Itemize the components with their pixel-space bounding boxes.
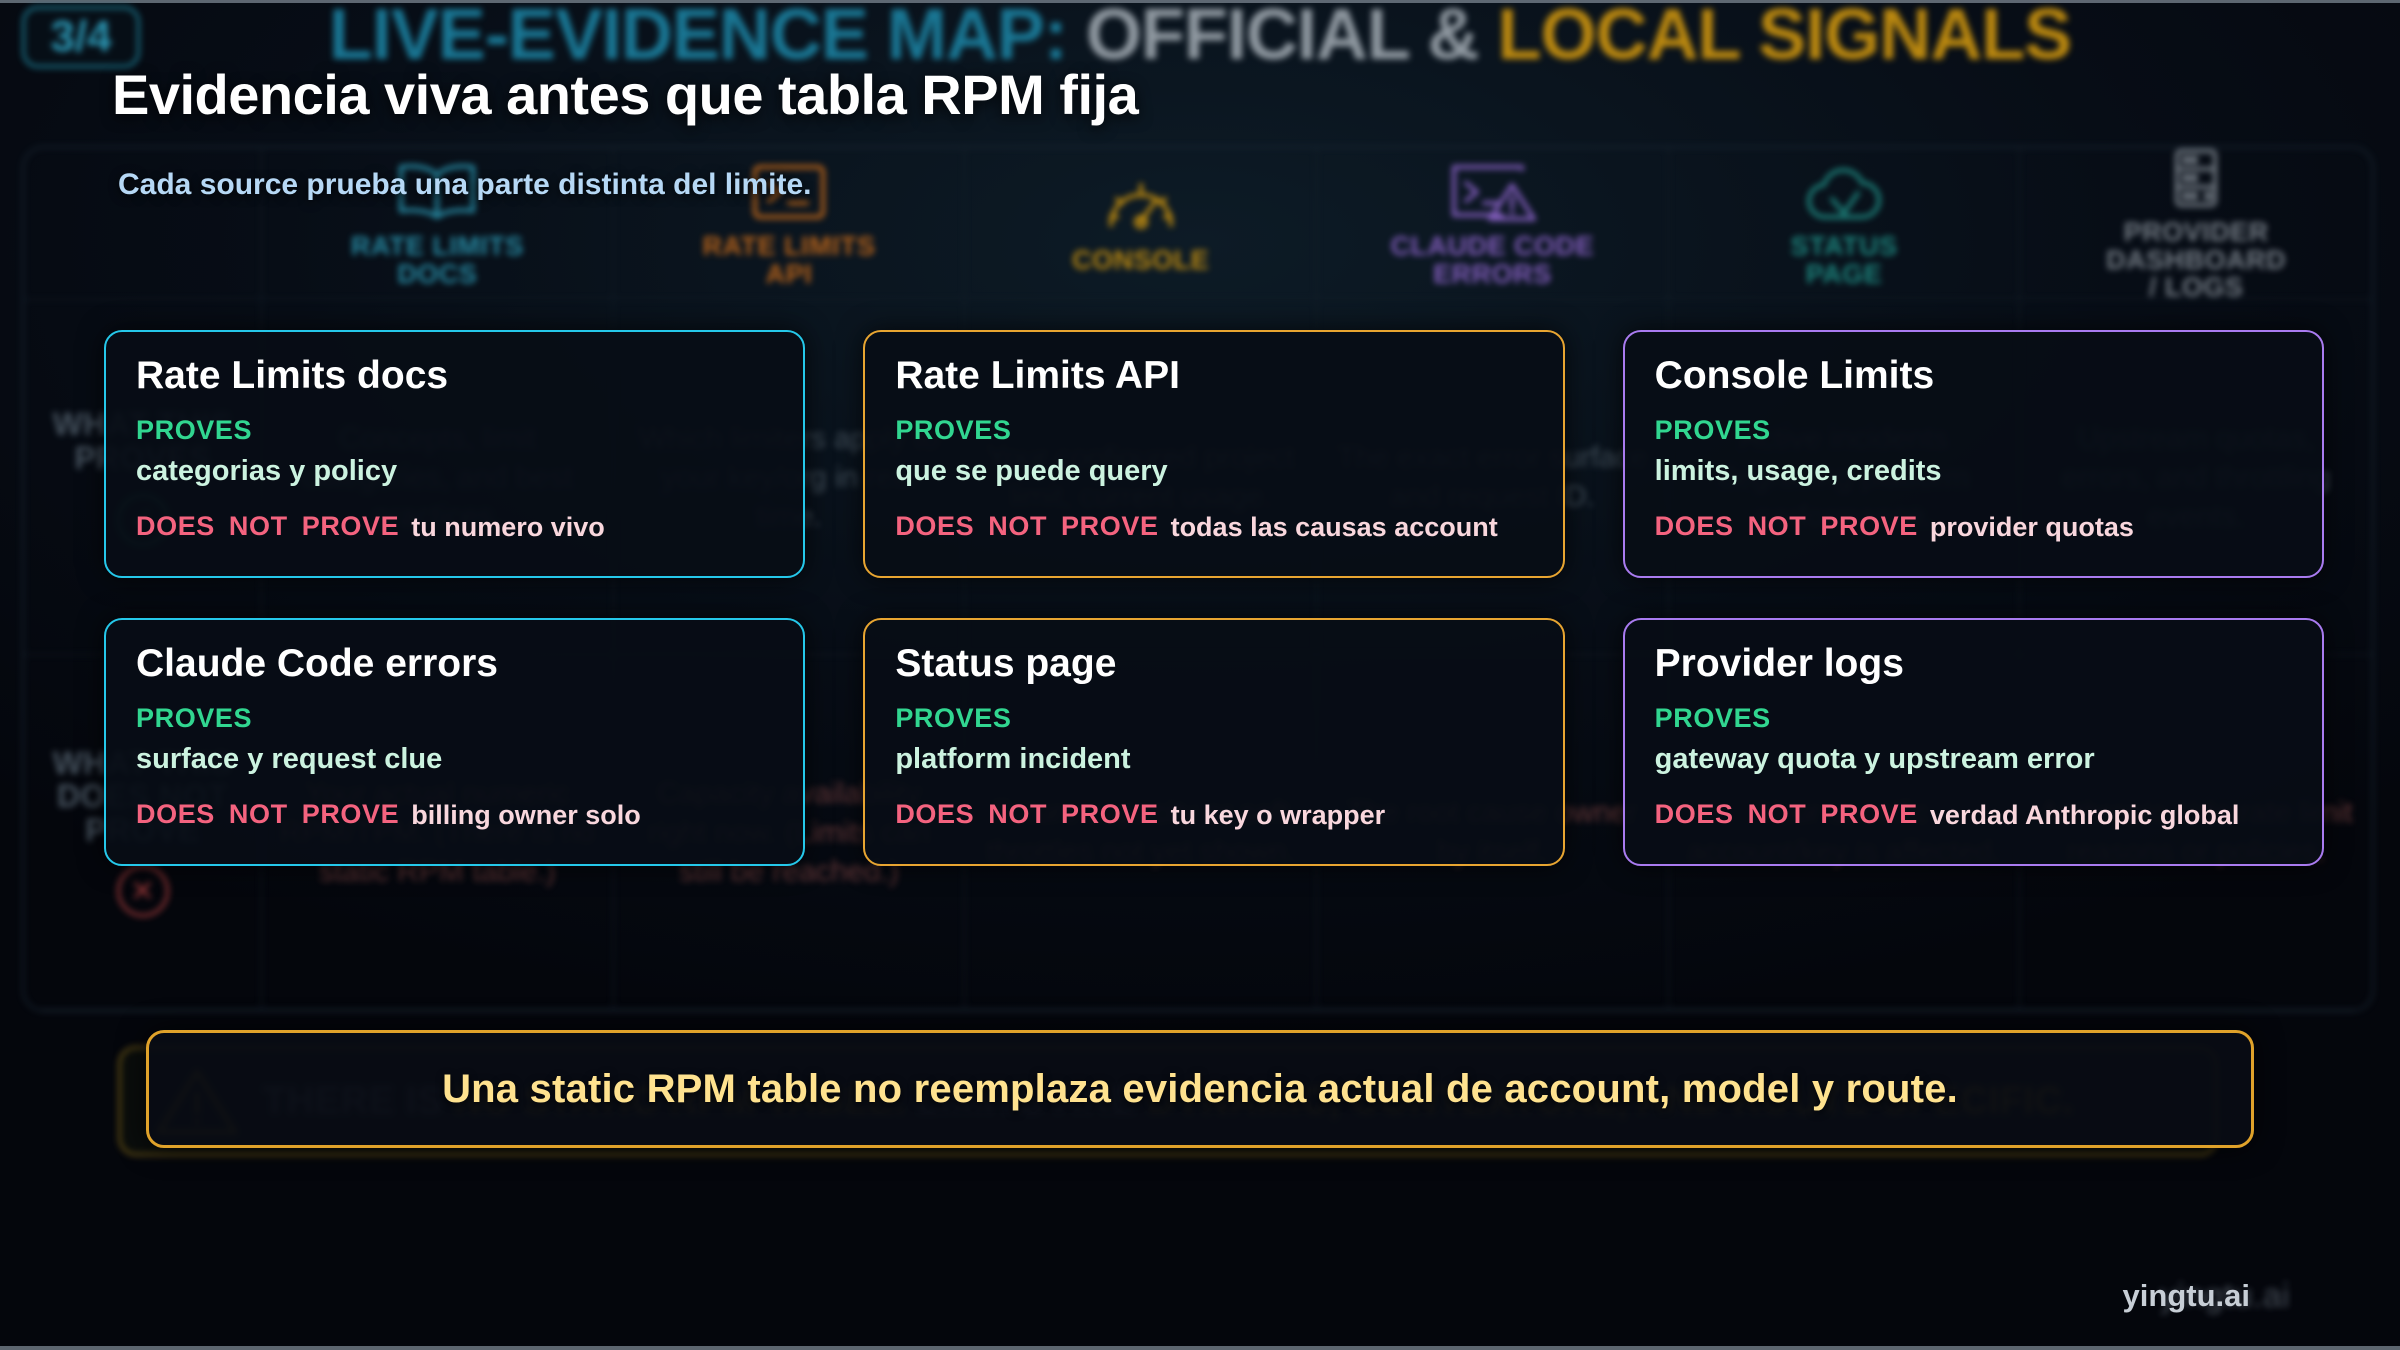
- does-not-prove-value: todas las causas account: [1170, 511, 1498, 542]
- background-watermark: yingtu.ai: [2159, 1277, 2290, 1315]
- bottom-divider: [0, 1346, 2400, 1350]
- does-not-prove-label: DOES NOT PROVE: [136, 799, 399, 830]
- card-status-page[interactable]: Status page PROVES platform incident DOE…: [863, 618, 1565, 866]
- does-not-prove-value: billing owner solo: [411, 799, 641, 830]
- watermark: yingtu.ai: [2122, 1278, 2250, 1313]
- card-title: Console Limits: [1654, 354, 1935, 397]
- column-label: PROVIDER DASHBOARD/ LOGS: [2106, 217, 2287, 303]
- label-not: NOT: [1747, 510, 1807, 541]
- hero-title-part1: LIVE-EVIDENCE MAP:: [328, 0, 1068, 75]
- proves-value: limits, usage, credits: [1654, 454, 1942, 487]
- summary-banner-text: Una static RPM table no reemplaza eviden…: [442, 1066, 1958, 1111]
- proves-value: platform incident: [895, 742, 1131, 775]
- does-not-prove-label: DOES NOT PROVE: [895, 511, 1158, 542]
- label-not: NOT: [228, 510, 288, 541]
- grid-corner-cell: [24, 148, 262, 300]
- does-not-prove-row: DOES NOT PROVE tu key o wrapper: [895, 799, 1532, 831]
- label-prove: PROVE: [1061, 510, 1159, 541]
- column-label: CONSOLE: [1072, 244, 1210, 275]
- page-title: Evidencia viva antes que tabla RPM fija: [112, 63, 1139, 126]
- label-does: DOES: [895, 510, 975, 541]
- does-not-prove-label: DOES NOT PROVE: [1655, 799, 1918, 830]
- label-prove: PROVE: [1820, 510, 1918, 541]
- summary-banner: Una static RPM table no reemplaza eviden…: [146, 1030, 2254, 1148]
- card-console-limits[interactable]: Console Limits PROVES limits, usage, cre…: [1622, 330, 2324, 578]
- card-claude-code-errors[interactable]: Claude Code errors PROVES surface y requ…: [104, 618, 806, 866]
- label-does: DOES: [1654, 798, 1734, 829]
- proves-value: que se puede query: [895, 454, 1168, 487]
- proves-value: categorias y policy: [136, 454, 398, 487]
- label-prove: PROVE: [1820, 798, 1918, 829]
- top-divider: [0, 0, 2400, 3]
- gauge-icon: [1101, 173, 1181, 239]
- does-not-prove-label: DOES NOT PROVE: [895, 799, 1158, 830]
- column-header-provider-dashboard: PROVIDER DASHBOARD/ LOGS: [2020, 148, 2372, 303]
- card-rate-limits-docs[interactable]: Rate Limits docs PROVES categorias y pol…: [104, 330, 806, 578]
- label-does: DOES: [1654, 510, 1734, 541]
- does-not-prove-value: tu key o wrapper: [1170, 799, 1386, 830]
- label-does: DOES: [895, 798, 975, 829]
- does-not-prove-label: DOES NOT PROVE: [1655, 511, 1918, 542]
- card-provider-logs[interactable]: Provider logs PROVES gateway quota y ups…: [1622, 618, 2324, 866]
- does-not-prove-value: verdad Anthropic global: [1929, 799, 2240, 830]
- does-not-prove-row: DOES NOT PROVE provider quotas: [1655, 511, 2292, 543]
- hero-title-part3: LOCAL SIGNALS: [1497, 0, 2073, 75]
- hero-title-part2: OFFICIAL &: [1066, 0, 1498, 75]
- x-circle-icon: ✕: [116, 865, 169, 918]
- server-rack-icon: [2163, 148, 2229, 211]
- open-book-icon: [389, 159, 485, 225]
- label-not: NOT: [228, 798, 288, 829]
- does-not-prove-row: DOES NOT PROVE verdad Anthropic global: [1655, 799, 2292, 831]
- does-not-prove-label: DOES NOT PROVE: [136, 511, 399, 542]
- proves-label: PROVES: [1654, 414, 1771, 445]
- terminal-warning-icon: [1446, 159, 1538, 225]
- label-not: NOT: [988, 510, 1048, 541]
- does-not-prove-row: DOES NOT PROVE todas las causas account: [895, 511, 1532, 543]
- proves-value: gateway quota y upstream error: [1654, 742, 2095, 775]
- proves-value: surface y request clue: [136, 742, 443, 775]
- does-not-prove-value: tu numero vivo: [411, 511, 605, 542]
- card-title: Status page: [895, 642, 1117, 685]
- does-not-prove-value: provider quotas: [1929, 511, 2134, 542]
- label-prove: PROVE: [301, 510, 400, 541]
- column-header-console: CONSOLE: [965, 148, 1317, 300]
- card-title: Rate Limits API: [895, 354, 1180, 397]
- proves-label: PROVES: [136, 414, 253, 445]
- terminal-icon: [749, 159, 829, 225]
- page-subtitle: Cada source prueba una parte distinta de…: [118, 168, 812, 201]
- does-not-prove-row: DOES NOT PROVE tu numero vivo: [136, 511, 773, 543]
- card-rate-limits-api[interactable]: Rate Limits API PROVES que se puede quer…: [863, 330, 1565, 578]
- proves-label: PROVES: [895, 414, 1012, 445]
- proves-label: PROVES: [136, 702, 253, 733]
- proves-label: PROVES: [1654, 702, 1771, 733]
- slide-number-badge: 3/4: [22, 6, 140, 68]
- does-not-prove-row: DOES NOT PROVE billing owner solo: [136, 799, 773, 831]
- background-hero-title: LIVE-EVIDENCE MAP: OFFICIAL & LOCAL SIGN…: [0, 0, 2400, 76]
- evidence-card-grid: Rate Limits docs PROVES categorias y pol…: [104, 330, 2324, 866]
- label-does: DOES: [136, 510, 215, 541]
- card-title: Provider logs: [1654, 642, 1904, 685]
- label-prove: PROVE: [301, 798, 400, 829]
- label-not: NOT: [1747, 798, 1807, 829]
- proves-label: PROVES: [895, 702, 1012, 733]
- cloud-check-icon: [1802, 159, 1886, 225]
- card-title: Rate Limits docs: [136, 354, 449, 397]
- label-does: DOES: [136, 798, 215, 829]
- label-not: NOT: [988, 798, 1048, 829]
- card-title: Claude Code errors: [136, 642, 498, 685]
- label-prove: PROVE: [1061, 798, 1159, 829]
